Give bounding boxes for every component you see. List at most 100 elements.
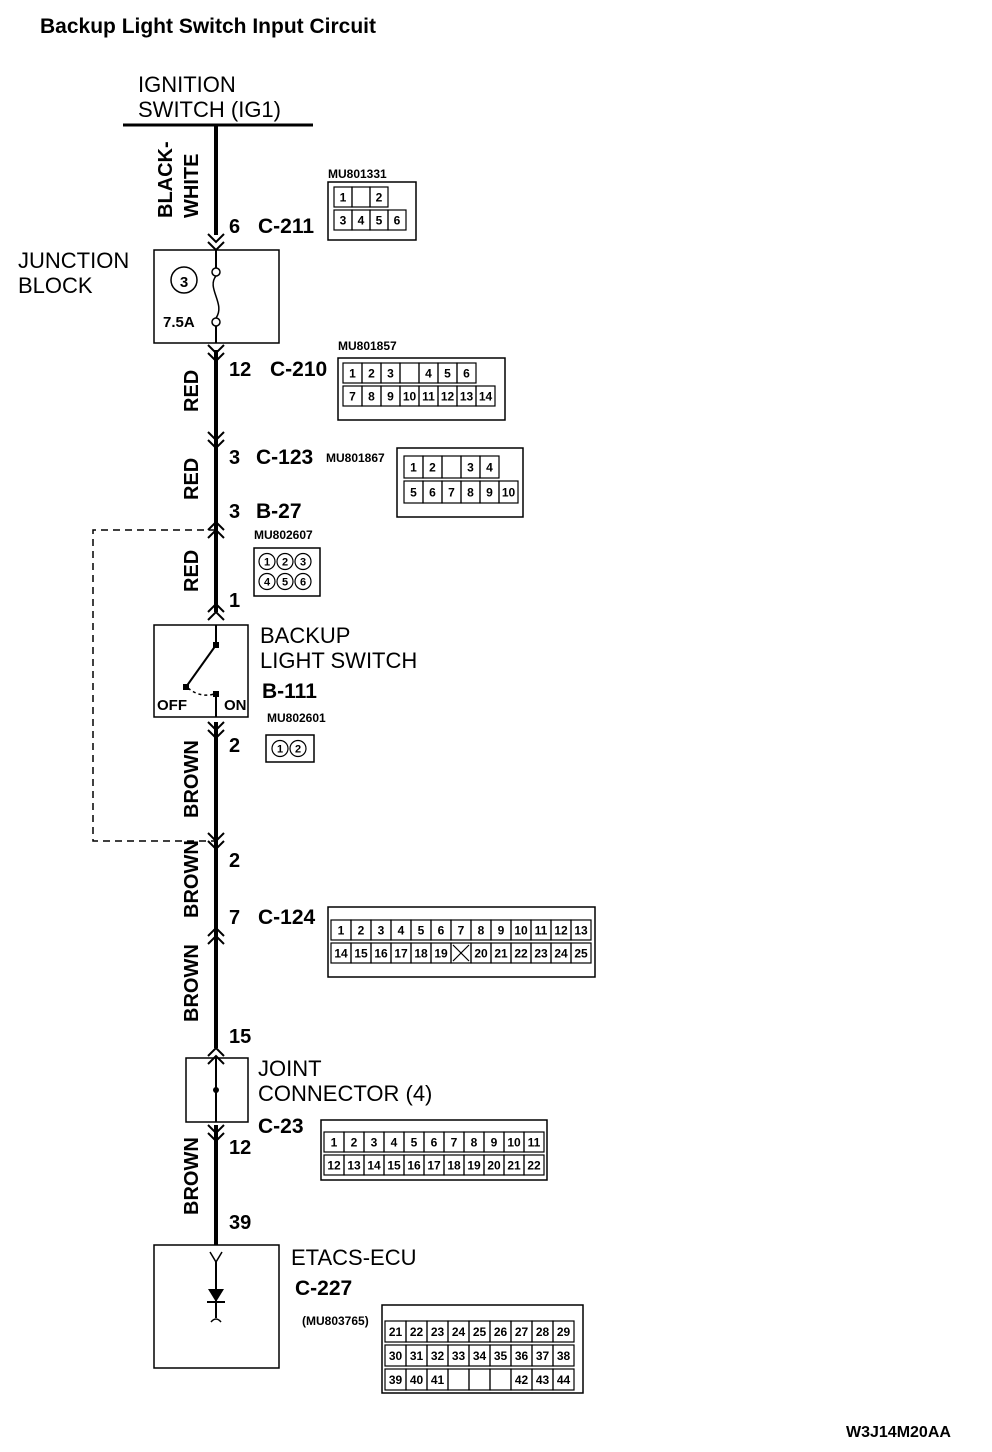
connector-pin-cavity bbox=[387, 209, 407, 231]
part-number-b27: MU802607 bbox=[254, 528, 313, 542]
wire-color-brown-1: BROWN bbox=[181, 740, 203, 818]
connector-pin-label: 5 bbox=[376, 213, 383, 227]
connector-pin-label: 1 bbox=[277, 743, 283, 755]
pin-c211: 6 bbox=[229, 216, 240, 238]
connector-pin-cavity bbox=[475, 385, 496, 407]
connector-pin-label: 4 bbox=[264, 576, 271, 588]
connector-pin-label: 28 bbox=[536, 1325, 550, 1339]
connector-pin-label: 14 bbox=[367, 1158, 381, 1172]
part-number-c210: MU801857 bbox=[338, 339, 397, 353]
connector-pin-label: 2 bbox=[358, 923, 365, 937]
connector-pin-label: 26 bbox=[494, 1325, 508, 1339]
connector-pin-label: 2 bbox=[295, 743, 301, 755]
connector-pin-label: 4 bbox=[358, 213, 365, 227]
part-number-c123: MU801867 bbox=[326, 451, 385, 465]
connector-pin-label: 13 bbox=[460, 389, 474, 403]
ecu-label: ETACS-ECU bbox=[291, 1245, 417, 1270]
connector-pin-label: 8 bbox=[478, 923, 485, 937]
connector-pin-label: 5 bbox=[410, 485, 417, 499]
pin-joint-in: 15 bbox=[229, 1026, 251, 1048]
connector-pin-label: 7 bbox=[451, 1135, 458, 1149]
connector-pin-label: 15 bbox=[354, 946, 368, 960]
connector-pin-label: 34 bbox=[473, 1349, 487, 1363]
connector-pin-label: 5 bbox=[418, 923, 425, 937]
connector-pin-label: 7 bbox=[458, 923, 465, 937]
wire-color-black-1: BLACK- bbox=[155, 141, 177, 218]
connector-pin-label: 14 bbox=[334, 946, 348, 960]
connector-pin-cavity bbox=[258, 572, 276, 591]
junction-label-line1: JUNCTION bbox=[18, 248, 129, 273]
connector-pin-label: 1 bbox=[331, 1135, 338, 1149]
connector-pin-label: 38 bbox=[557, 1349, 571, 1363]
connector-pin-label: 2 bbox=[351, 1135, 358, 1149]
connector-pin-label: 18 bbox=[447, 1158, 461, 1172]
backup-switch-id: B-111 bbox=[262, 680, 317, 703]
connector-pin-label: 5 bbox=[411, 1135, 418, 1149]
connector-pin-label: 4 bbox=[425, 366, 432, 380]
wire-color-brown-4: BROWN bbox=[181, 1137, 203, 1215]
connector-pin-label: 1 bbox=[349, 366, 356, 380]
connector-pin-label: 20 bbox=[487, 1158, 501, 1172]
connector-pin-label: 32 bbox=[431, 1349, 445, 1363]
pin-c123: 3 bbox=[229, 447, 240, 469]
backup-switch-label-line1: BACKUP bbox=[260, 623, 350, 648]
connector-id-b27: B-27 bbox=[256, 500, 302, 523]
switch-blade-icon bbox=[185, 644, 217, 688]
connector-pin-cavity bbox=[489, 1368, 512, 1391]
connector-pin-label: 19 bbox=[434, 946, 448, 960]
connector-pin-label: 9 bbox=[486, 485, 493, 499]
pin-switch-out: 2 bbox=[229, 735, 240, 757]
connector-pin-cavity bbox=[351, 186, 371, 208]
connector-pin-cavity bbox=[294, 552, 312, 571]
connector-pin-label: 14 bbox=[479, 389, 493, 403]
pin-b27: 3 bbox=[229, 501, 240, 523]
connector-pin-label: 10 bbox=[507, 1135, 521, 1149]
connector-pin-label: 16 bbox=[374, 946, 388, 960]
connector-pin-label: 22 bbox=[527, 1158, 541, 1172]
connector-pin-label: 16 bbox=[407, 1158, 421, 1172]
part-number-c227: (MU803765) bbox=[302, 1314, 369, 1328]
connector-pin-label: 15 bbox=[387, 1158, 401, 1172]
connector-pin-label: 24 bbox=[554, 946, 568, 960]
connector-pin-label: 23 bbox=[431, 1325, 445, 1339]
connector-pin-label: 10 bbox=[502, 485, 516, 499]
junction-block: 3 7.5A bbox=[153, 249, 280, 344]
connector-pin-label: 17 bbox=[427, 1158, 441, 1172]
connector-pin-cavity bbox=[289, 739, 307, 758]
backup-light-switch: OFF ON bbox=[153, 624, 249, 718]
wire-color-red-3: RED bbox=[181, 550, 203, 592]
switch-off-label: OFF bbox=[157, 697, 187, 714]
connector-pin-cavity bbox=[294, 572, 312, 591]
pin-split: 2 bbox=[229, 850, 240, 872]
connector-pin-label: 7 bbox=[349, 389, 356, 403]
connector-pin-label: 25 bbox=[473, 1325, 487, 1339]
connector-pin-cavity bbox=[570, 942, 592, 964]
connector-pin-cavity bbox=[456, 362, 477, 384]
fuse-number: 3 bbox=[180, 274, 188, 291]
connector-pin-label: 3 bbox=[300, 556, 306, 568]
connector-pin-label: 2 bbox=[376, 190, 383, 204]
joint-connector-label-line2: CONNECTOR (4) bbox=[258, 1081, 432, 1106]
connector-pin-label: 1 bbox=[340, 190, 347, 204]
connector-pin-label: 10 bbox=[514, 923, 528, 937]
dashed-loop-wire bbox=[92, 529, 216, 842]
connector-pin-label: 6 bbox=[300, 576, 306, 588]
part-number-c211: MU801331 bbox=[328, 167, 387, 181]
connector-pin-label: 3 bbox=[387, 366, 394, 380]
joint-connector-id: C-23 bbox=[258, 1115, 304, 1138]
connector-pin-cavity bbox=[447, 1368, 470, 1391]
connector-pin-label: 12 bbox=[327, 1158, 341, 1172]
connector-pin-cavity bbox=[258, 552, 276, 571]
connector-pin-label: 21 bbox=[389, 1325, 403, 1339]
connector-pin-label: 22 bbox=[514, 946, 528, 960]
connector-pin-cavity bbox=[552, 1344, 575, 1367]
connector-pin-label: 3 bbox=[340, 213, 347, 227]
connector-pin-label: 29 bbox=[557, 1325, 571, 1339]
connector-pin-label: 44 bbox=[557, 1373, 571, 1387]
connector-pin-cavity bbox=[523, 1131, 545, 1153]
